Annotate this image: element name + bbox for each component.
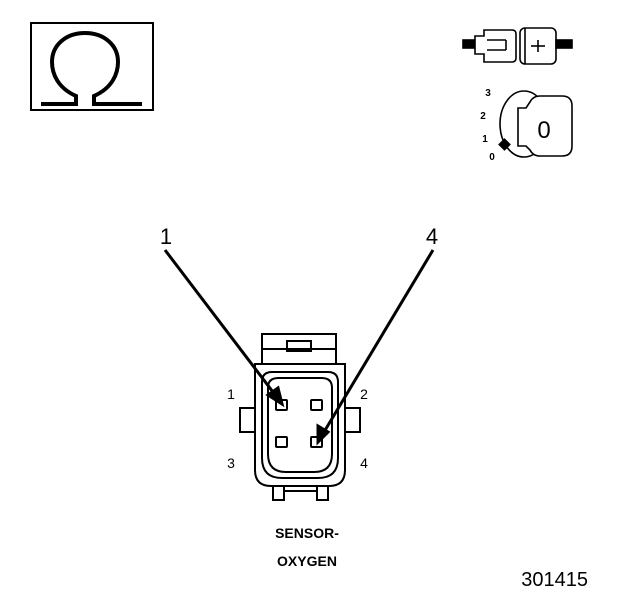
leader-line-pin-4 [322, 249, 435, 433]
disconnected-connector-icon [462, 27, 573, 65]
pin-label-4: 4 [360, 455, 368, 471]
leader-line-pin-1 [163, 249, 278, 397]
pin-3-terminal [275, 436, 288, 448]
arrowhead-pin-4 [316, 423, 331, 446]
connector-name-line1: SENSOR- [275, 525, 339, 541]
ignition-key-off-icon: 0 3 2 1 0 [480, 88, 573, 163]
callout-label-1: 1 [160, 224, 172, 249]
key-position-1: 1 [482, 134, 488, 145]
key-position-3: 3 [485, 88, 491, 99]
pin-2-terminal [310, 399, 323, 411]
key-position-2: 2 [480, 111, 486, 122]
leader-lines [163, 249, 435, 446]
figure-number: 301415 [521, 569, 588, 591]
pin-label-3: 3 [227, 455, 235, 471]
connector-name-line2: OXYGEN [277, 553, 337, 569]
key-position-marker [498, 138, 511, 151]
key-position-0: 0 [489, 152, 495, 163]
ohmmeter-icon [30, 22, 154, 111]
pin-label-1: 1 [227, 386, 235, 402]
pin-label-2: 2 [360, 386, 368, 402]
oxygen-sensor-connector [239, 333, 361, 501]
callout-label-4: 4 [426, 224, 438, 249]
arrowhead-pin-1 [265, 385, 285, 408]
key-label: 0 [537, 117, 550, 144]
